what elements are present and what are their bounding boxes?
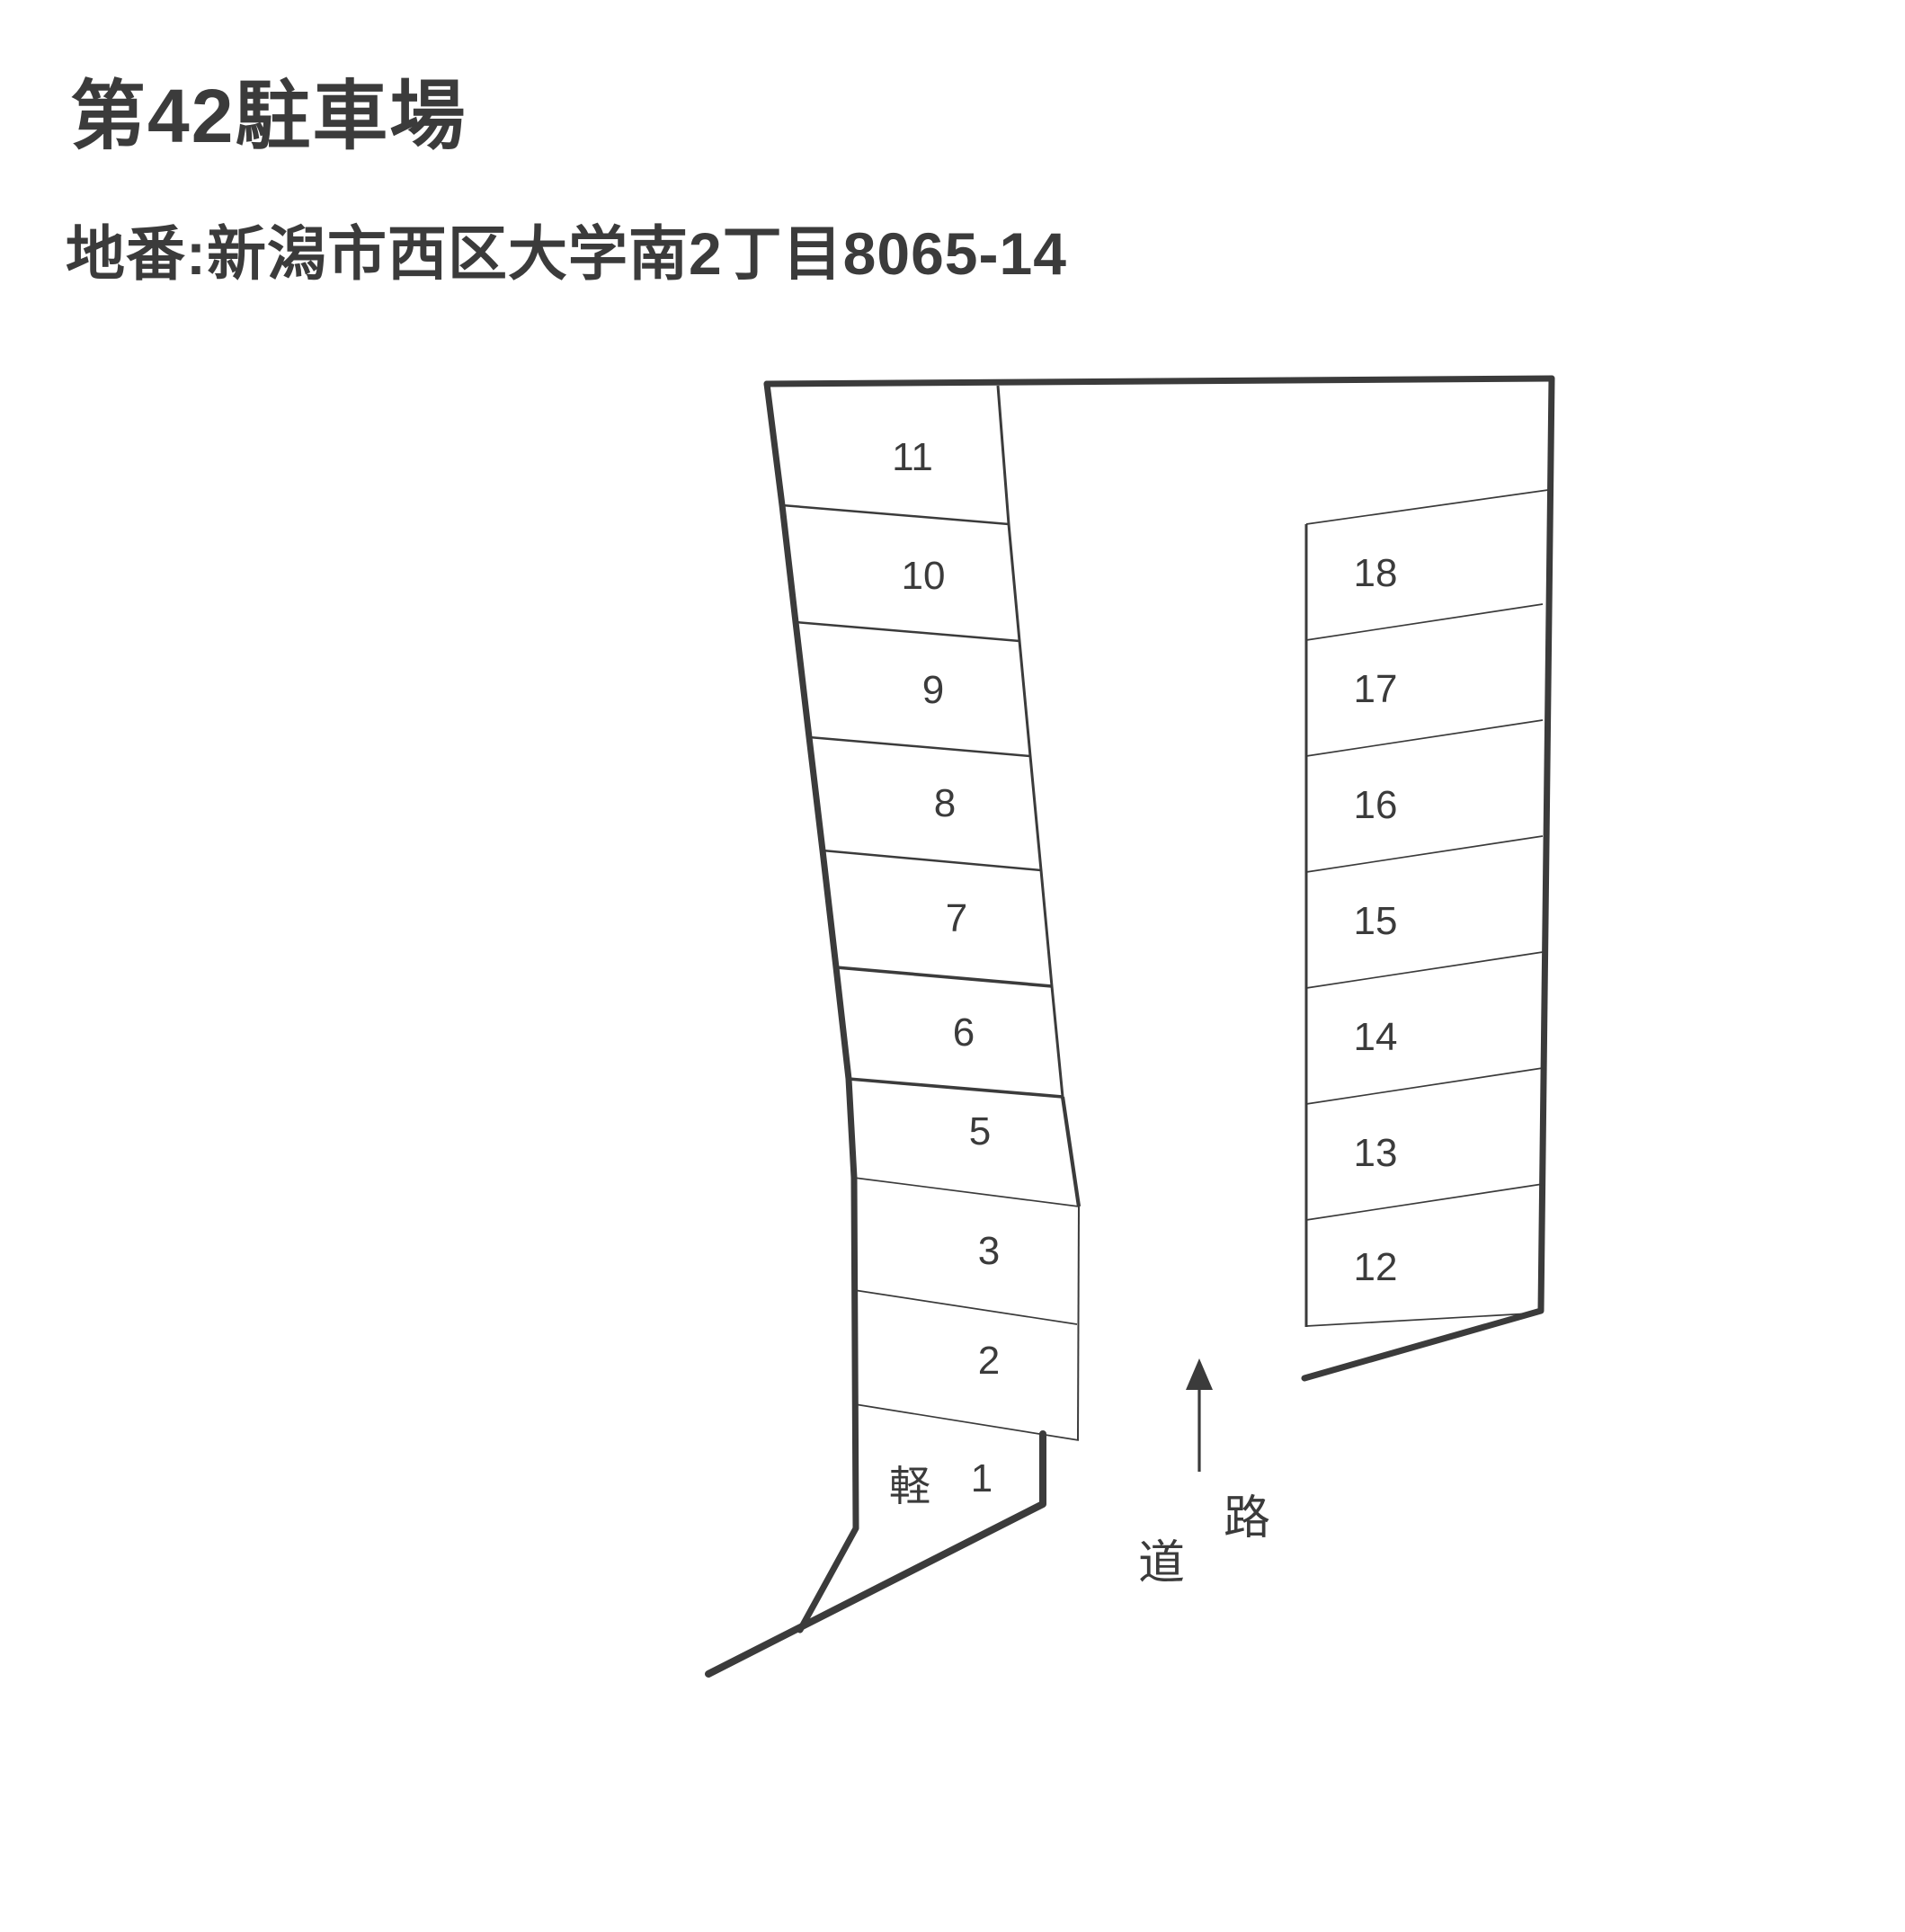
space-divider [1305,603,1544,641]
site-boundary-top [763,375,1555,387]
right-column-top-edge [1305,489,1549,525]
page-title: 第42駐車場 [70,74,467,158]
space-divider [835,966,1053,988]
space-divider [1305,719,1544,757]
space-label-12: 12 [1354,1245,1398,1289]
space-divider [1305,1183,1544,1221]
space-divider [808,735,1031,758]
kei-car-label: 軽 [889,1463,930,1509]
site-boundary-right [1301,375,1555,1382]
space-label-18: 18 [1354,551,1398,595]
site-boundary-left [763,380,859,1634]
space-divider [781,503,1010,526]
space-label-6: 6 [953,1011,975,1055]
right-column-bottom-edge [1305,1313,1531,1327]
space-divider [795,620,1020,643]
space-label-10: 10 [902,554,946,598]
space-label-17: 17 [1354,667,1398,711]
road-direction-arrow-head [1186,1358,1213,1390]
road-label-michi: 道 [1138,1537,1185,1589]
space-label-1: 1 [971,1456,993,1500]
left-column-right-edge-lower [1077,1206,1080,1441]
space-divider [853,1289,1078,1325]
space-label-9: 9 [922,668,944,712]
left-column-right-edge-upper [996,385,1064,1098]
space-label-5: 5 [969,1109,991,1153]
space-divider [854,1403,1080,1441]
road-edge-bottom-left [705,1430,1046,1678]
space-label-11: 11 [892,435,933,479]
space-divider [822,849,1042,872]
left-column-right-edge-mid [1060,1096,1082,1207]
space-divider [848,1077,1064,1099]
road-label-ro: 路 [1224,1492,1270,1545]
space-divider [1305,835,1544,873]
space-label-16: 16 [1354,783,1398,827]
space-divider [1305,1067,1544,1105]
space-label-7: 7 [946,896,967,940]
space-label-13: 13 [1354,1131,1398,1175]
space-label-15: 15 [1354,899,1398,943]
space-label-8: 8 [934,781,956,825]
space-label-3: 3 [978,1229,1000,1273]
address-line: 地番:新潟市西区大学南2丁目8065-14 [66,220,1067,287]
space-label-2: 2 [978,1339,1000,1383]
space-divider [853,1177,1080,1207]
space-divider [1305,951,1544,989]
space-label-14: 14 [1354,1015,1398,1059]
